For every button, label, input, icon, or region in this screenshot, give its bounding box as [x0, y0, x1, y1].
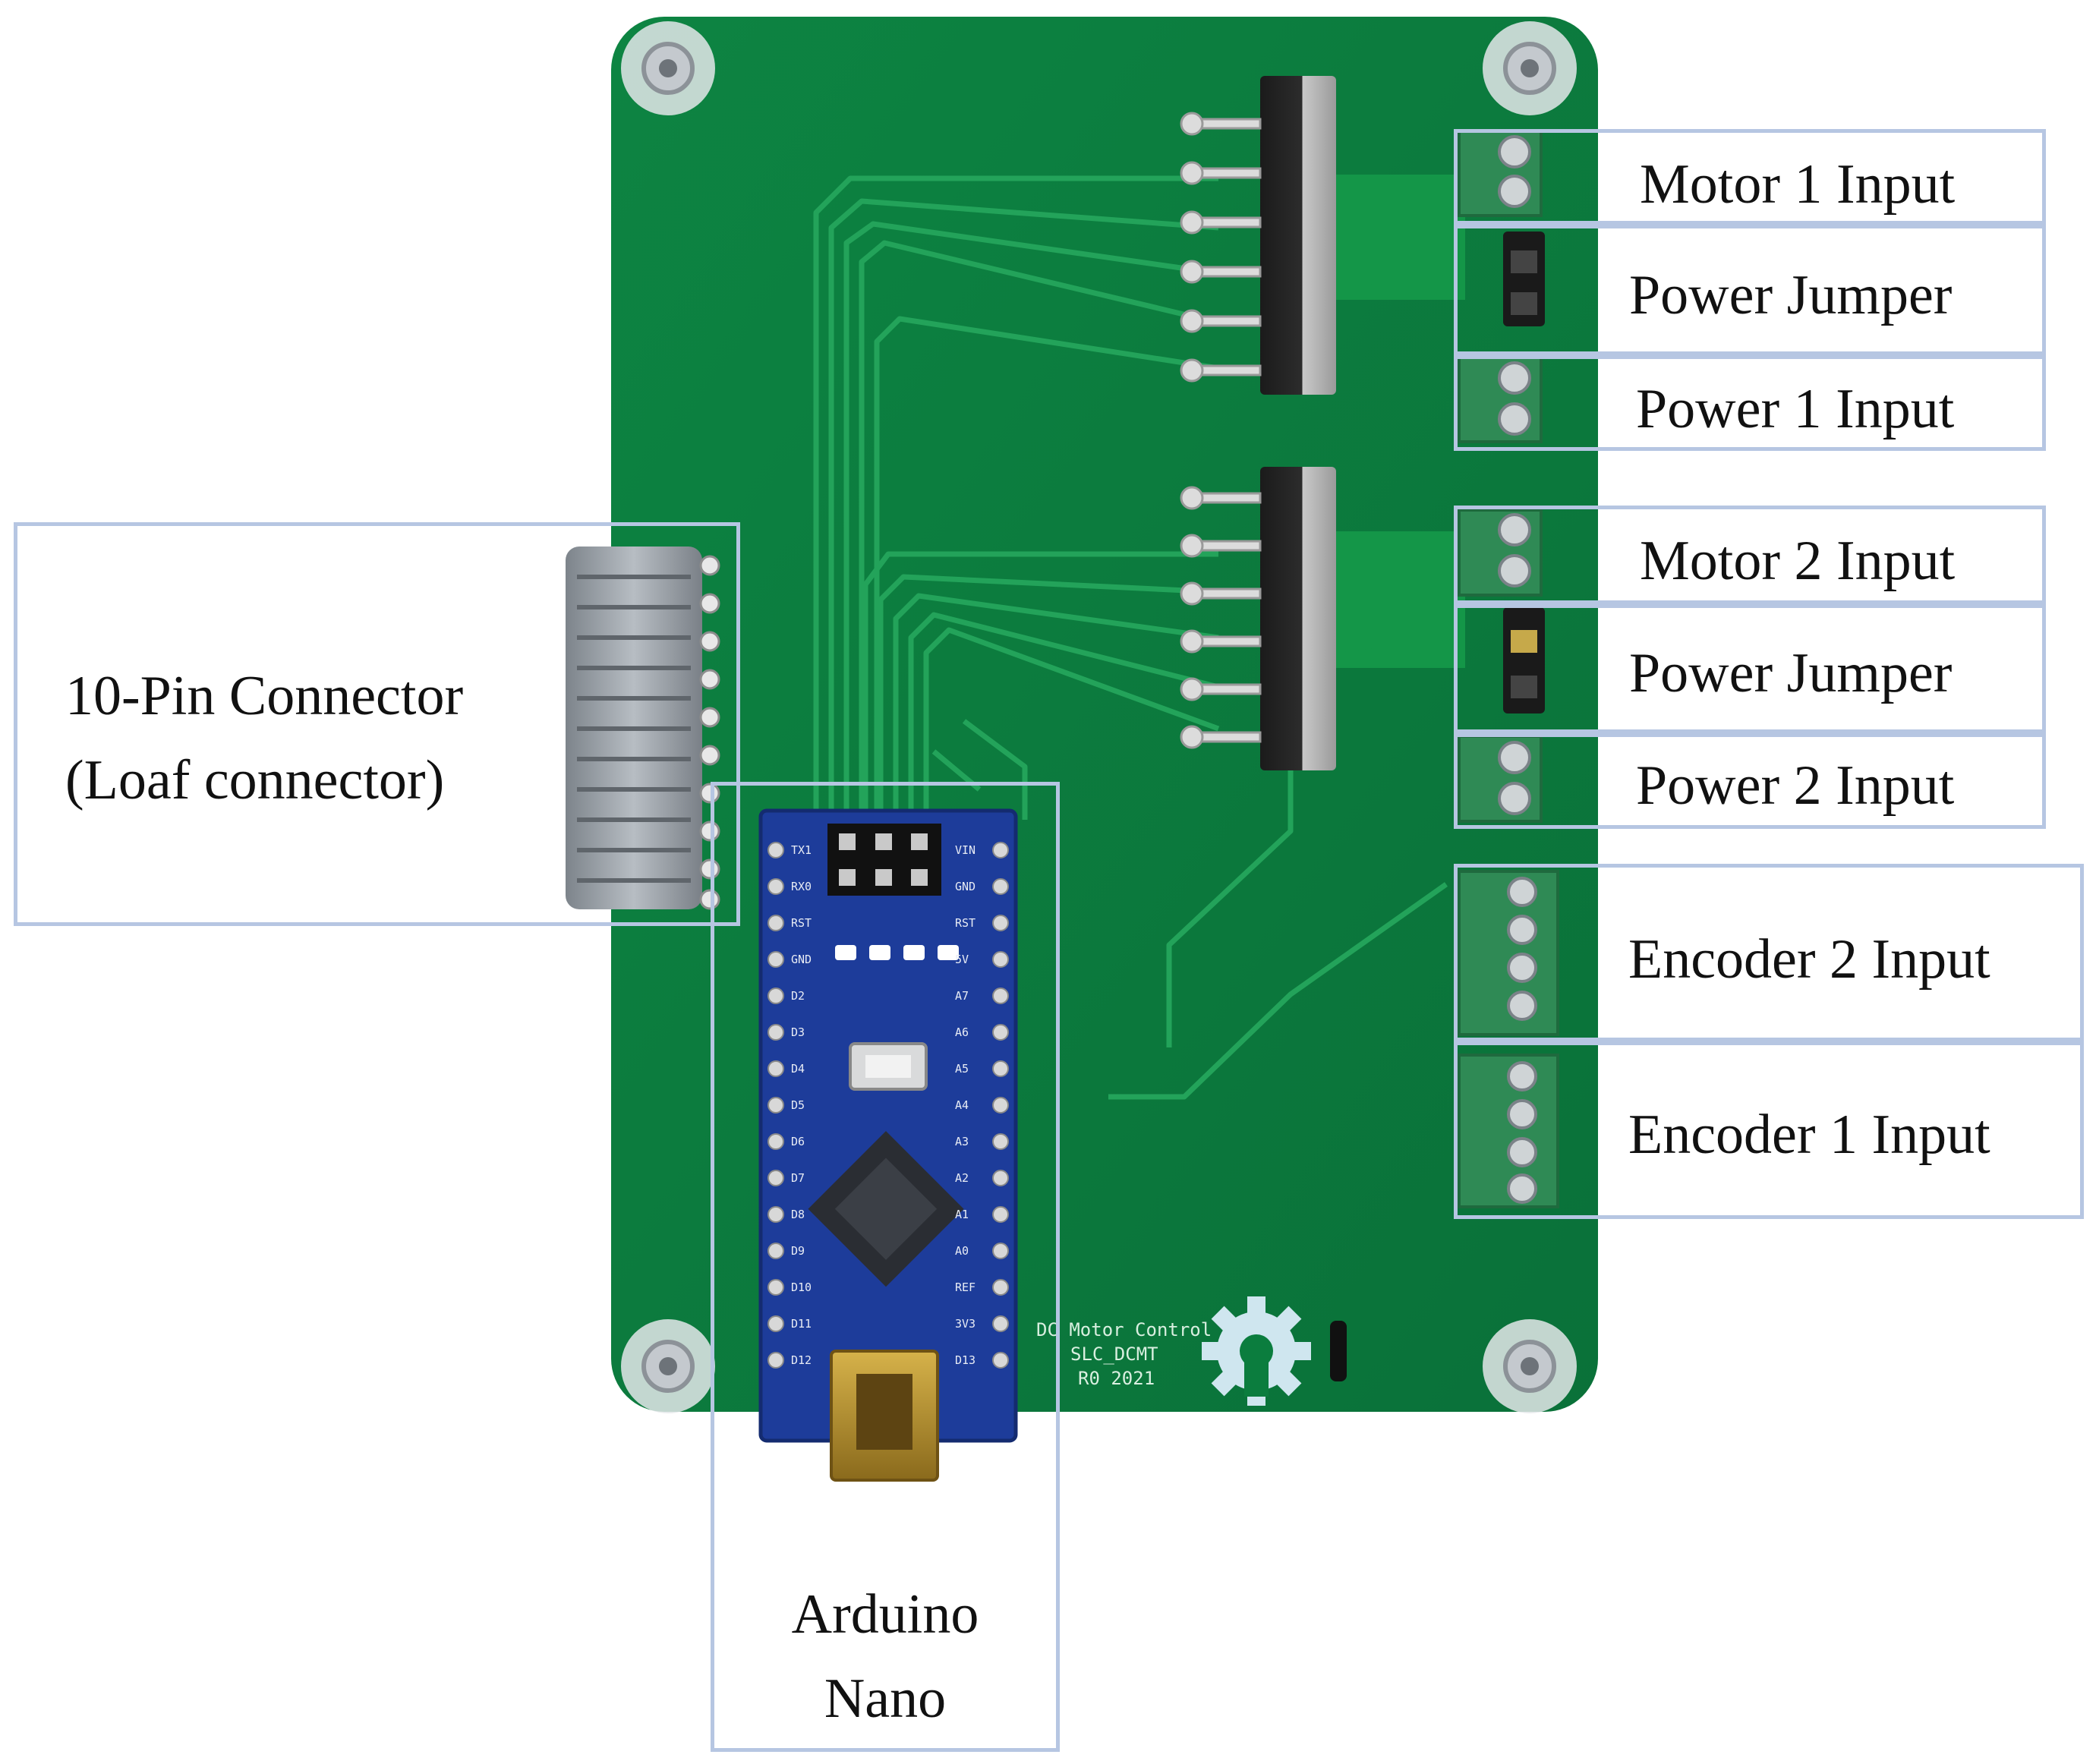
motor2-terminal: [1458, 509, 1543, 597]
pcb-traces: [813, 175, 1448, 1100]
silk-line-1: DC Motor Control: [1036, 1319, 1212, 1340]
arduino-pin-label-right: VIN: [955, 843, 976, 857]
arduino-pin-label-left: TX1: [791, 843, 812, 857]
jumper1-label: Power Jumper: [1629, 264, 1953, 326]
arduino-label-box: [711, 782, 1060, 1752]
motor1-terminal: [1458, 129, 1543, 217]
power2-label: Power 2 Input: [1636, 754, 1955, 817]
arduino-pin-label-left: D2: [791, 989, 805, 1003]
arduino-pin-label-left: D10: [791, 1280, 812, 1294]
arduino-pin-label-left: D6: [791, 1135, 805, 1148]
terminals: [1458, 129, 1559, 1208]
arduino-pin-label-right: REF: [955, 1280, 976, 1294]
connector-label-box: [14, 522, 740, 926]
encoder2-label: Encoder 2 Input: [1628, 928, 1990, 991]
arduino-pin-label-right: A0: [955, 1244, 969, 1258]
arduino-pin-label-right: A6: [955, 1025, 969, 1039]
arduino-pin-label-left: D7: [791, 1171, 805, 1185]
motor2-label-box: [1454, 506, 2046, 604]
jumper2-label: Power Jumper: [1629, 642, 1953, 704]
board-marker: [1330, 1321, 1347, 1381]
arduino-pin-label-right: D13: [955, 1353, 976, 1367]
oshw-gear-logo: [1202, 1296, 1311, 1406]
ten-pin-connector: [566, 547, 720, 910]
encoder2-terminal: [1458, 870, 1559, 1036]
jumper2: [1503, 607, 1545, 713]
power2-terminal: [1458, 735, 1543, 823]
motor1-label-box: [1454, 129, 2046, 225]
power1-label: Power 1 Input: [1636, 378, 1955, 440]
arduino-pin-label-left: D12: [791, 1353, 812, 1367]
arduino-pin-label-right: A5: [955, 1062, 969, 1076]
encoder1-label-box: [1454, 1041, 2084, 1219]
arduino-pin-label-right: 3V3: [955, 1317, 976, 1331]
arduino-label: Arduino Nano: [791, 1583, 979, 1730]
motor2-label: Motor 2 Input: [1640, 530, 1956, 592]
silk-line-3: R0 2021: [1078, 1368, 1155, 1389]
arduino-pin-label-left: D5: [791, 1098, 805, 1112]
jumper1-label-box: [1454, 225, 2046, 355]
motor-driver-u2: [1180, 76, 1336, 395]
arduino-pin-label-left: D9: [791, 1244, 805, 1258]
arduino-pin-label-left: D4: [791, 1062, 805, 1076]
connector-label: 10-Pin Connector (Loaf connector): [65, 665, 464, 811]
arduino-pin-label-right: A4: [955, 1098, 969, 1112]
arduino-pin-label-right: GND: [955, 880, 976, 893]
silk-line-2: SLC_DCMT: [1070, 1343, 1158, 1365]
jumper1: [1503, 232, 1545, 326]
arduino-pin-label-right: A3: [955, 1135, 969, 1148]
arduino-pin-label-right: 5V: [955, 953, 969, 966]
motor1-label: Motor 1 Input: [1640, 153, 1956, 216]
jumper2-label-box: [1454, 604, 2046, 733]
board-silk-text: DC Motor Control SLC_DCMT R0 2021: [1036, 1319, 1212, 1389]
arduino-pin-label-right: A7: [955, 989, 969, 1003]
motor-driver-u1: [1180, 467, 1336, 770]
arduino-pin-label-right: A2: [955, 1171, 969, 1185]
power-traces: [1336, 175, 1465, 668]
standoffs: [621, 21, 1577, 1413]
arduino-pin-label-right: RST: [955, 916, 976, 930]
arduino-pin-label-left: D3: [791, 1025, 805, 1039]
arduino-pin-label-left: D11: [791, 1317, 812, 1331]
encoder1-terminal: [1458, 1054, 1559, 1208]
power1-terminal: [1458, 355, 1543, 443]
power2-label-box: [1454, 733, 2046, 829]
arduino-pin-label-right: A1: [955, 1208, 969, 1221]
encoder2-label-box: [1454, 864, 2084, 1041]
arduino-pin-label-left: GND: [791, 953, 812, 966]
arduino-pin-label-left: RST: [791, 916, 812, 930]
power1-label-box: [1454, 355, 2046, 451]
arduino-pin-label-left: RX0: [791, 880, 812, 893]
arduino-pin-label-left: D8: [791, 1208, 805, 1221]
encoder1-label: Encoder 1 Input: [1628, 1104, 1990, 1166]
